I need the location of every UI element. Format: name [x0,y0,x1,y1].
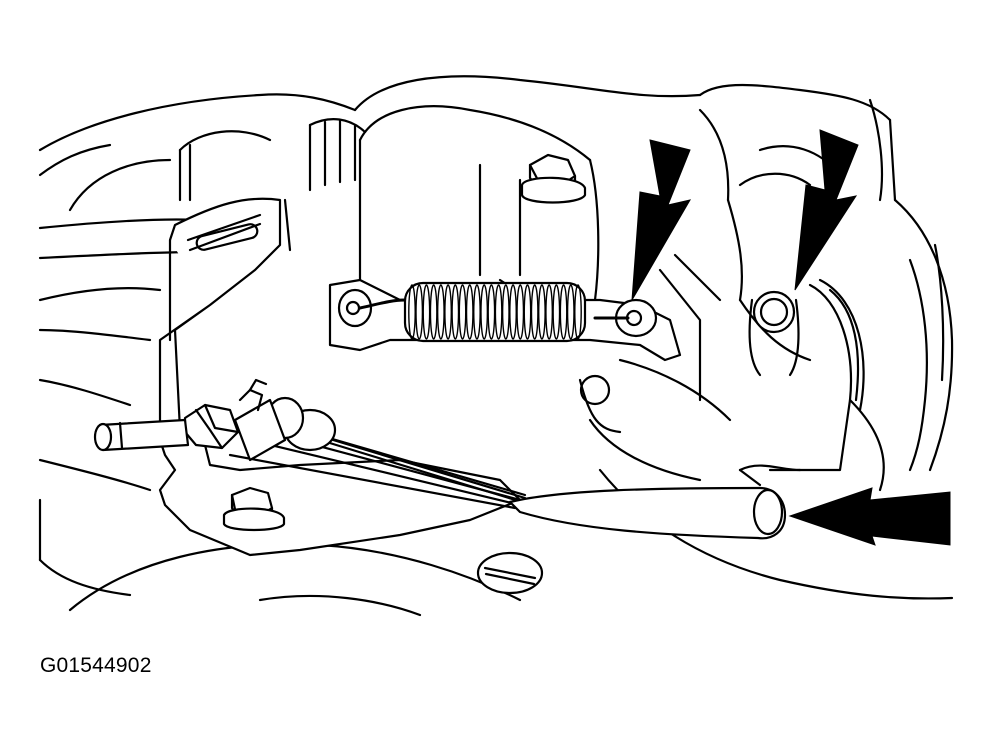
bracket-top-bolt [520,153,587,204]
pivot-pin [748,290,800,377]
spring-coil [566,284,575,340]
left-stud [93,418,190,452]
spring-coil [545,284,554,340]
throttle-lever [508,468,787,540]
spring-coil [516,284,525,340]
figure-id-label: G01544902 [40,654,152,677]
spring-coil [473,284,481,340]
spring-coil [487,284,496,340]
spring-coil [552,284,561,340]
cable-nut [183,403,240,450]
bracket-lower-bolt [222,486,286,532]
spring-coil [523,284,532,340]
spring-coil [501,284,510,340]
spring-coil [429,284,438,340]
spring-coil [444,284,452,340]
spring-coil [408,284,416,340]
spring-coil [480,284,489,340]
spring-coil [458,284,467,340]
spring-coil [415,284,424,340]
oil-fill-plug [476,551,544,595]
spring-coil [530,284,539,340]
spring-coil [465,284,474,340]
spring-coil [451,284,460,340]
pivot-pin-arrow [794,129,859,291]
spring-coil [436,284,445,340]
return-spring [358,281,630,343]
throttle-cables [228,378,527,510]
lever-end-arrow [788,487,951,546]
linkage-arm [738,283,885,492]
background-engine-outline [38,75,954,617]
mounting-bracket [158,197,522,557]
spring-coil [538,284,546,340]
spring-coil [559,284,568,340]
spring-end-arrow [631,139,692,301]
spring-coil [509,284,517,340]
spring-coil [574,284,582,340]
spring-coil [422,284,431,340]
spring-coil [494,284,503,340]
